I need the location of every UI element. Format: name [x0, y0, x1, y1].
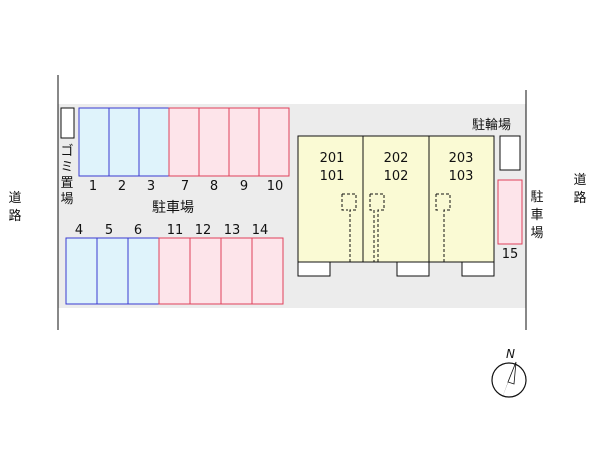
- stair-outline-3: [435, 193, 451, 262]
- space-number-11: 11: [167, 223, 184, 238]
- space-number-4: 4: [75, 223, 83, 238]
- space-number-12: 12: [195, 223, 212, 238]
- garbage-label-1: ゴ: [60, 143, 73, 159]
- bicycle-parking-label: 駐輪場: [472, 117, 511, 133]
- space-number-3: 3: [147, 179, 155, 194]
- unit-lower-2: 102: [384, 169, 409, 184]
- space-number-10: 10: [267, 179, 284, 194]
- side-parking-label-1: 駐: [530, 190, 543, 205]
- unit-lower-1: 101: [320, 169, 345, 184]
- parking-space-10: [258, 107, 290, 177]
- apartment-building: [297, 135, 495, 277]
- north-label: N: [506, 347, 515, 361]
- garbage-area: [60, 107, 75, 139]
- parking-space-2: [108, 107, 140, 177]
- parking-space-7: [168, 107, 200, 177]
- unit-upper-1: 201: [320, 151, 345, 166]
- parking-space-15: [497, 179, 523, 245]
- space-number-13: 13: [224, 223, 241, 238]
- parking-row-bottom: [65, 237, 284, 305]
- stair-outline-1: [341, 193, 357, 262]
- entrance-step-2: [396, 261, 430, 277]
- space-number-9: 9: [240, 179, 248, 194]
- parking-row-top: [78, 107, 290, 177]
- space-number-8: 8: [210, 179, 218, 194]
- unit-upper-2: 202: [384, 151, 409, 166]
- parking-space-1: [78, 107, 110, 177]
- parking-space-12: [189, 237, 222, 305]
- garbage-label-4: 場: [60, 192, 73, 207]
- parking-space-5: [96, 237, 129, 305]
- road-label-right-2: 路: [573, 190, 586, 206]
- space-number-7: 7: [181, 179, 189, 194]
- parking-space-13: [220, 237, 253, 305]
- space-number-5: 5: [105, 223, 113, 238]
- parking-space-4: [65, 237, 98, 305]
- parking-space-11: [158, 237, 191, 305]
- side-parking-label-3: 場: [530, 226, 543, 241]
- space-number-14: 14: [252, 223, 269, 238]
- road-label-left-1: 道: [8, 191, 21, 206]
- parking-space-14: [251, 237, 284, 305]
- parking-space-8: [198, 107, 230, 177]
- space-number-1: 1: [89, 179, 97, 194]
- parking-space-3: [138, 107, 170, 177]
- building-footprint: [297, 135, 495, 263]
- side-parking-label-2: 車: [530, 208, 543, 223]
- garbage-label-2: ミ: [60, 160, 73, 175]
- bicycle-parking-area: [499, 135, 521, 171]
- garbage-label-3: 置: [60, 176, 73, 191]
- space-number-15: 15: [502, 247, 519, 262]
- unit-lower-3: 103: [449, 169, 474, 184]
- entrance-step-3: [461, 261, 495, 277]
- road-label-left-2: 路: [8, 208, 21, 224]
- parking-label: 駐車場: [152, 199, 194, 216]
- parking-space-6: [127, 237, 160, 305]
- north-arrow-icon: [491, 361, 527, 398]
- unit-upper-3: 203: [449, 151, 474, 166]
- space-number-2: 2: [118, 179, 126, 194]
- entrance-step-1: [297, 261, 331, 277]
- stair-outline-2: [369, 193, 385, 262]
- road-label-right-1: 道: [573, 173, 586, 188]
- parking-space-9: [228, 107, 260, 177]
- space-number-6: 6: [134, 223, 142, 238]
